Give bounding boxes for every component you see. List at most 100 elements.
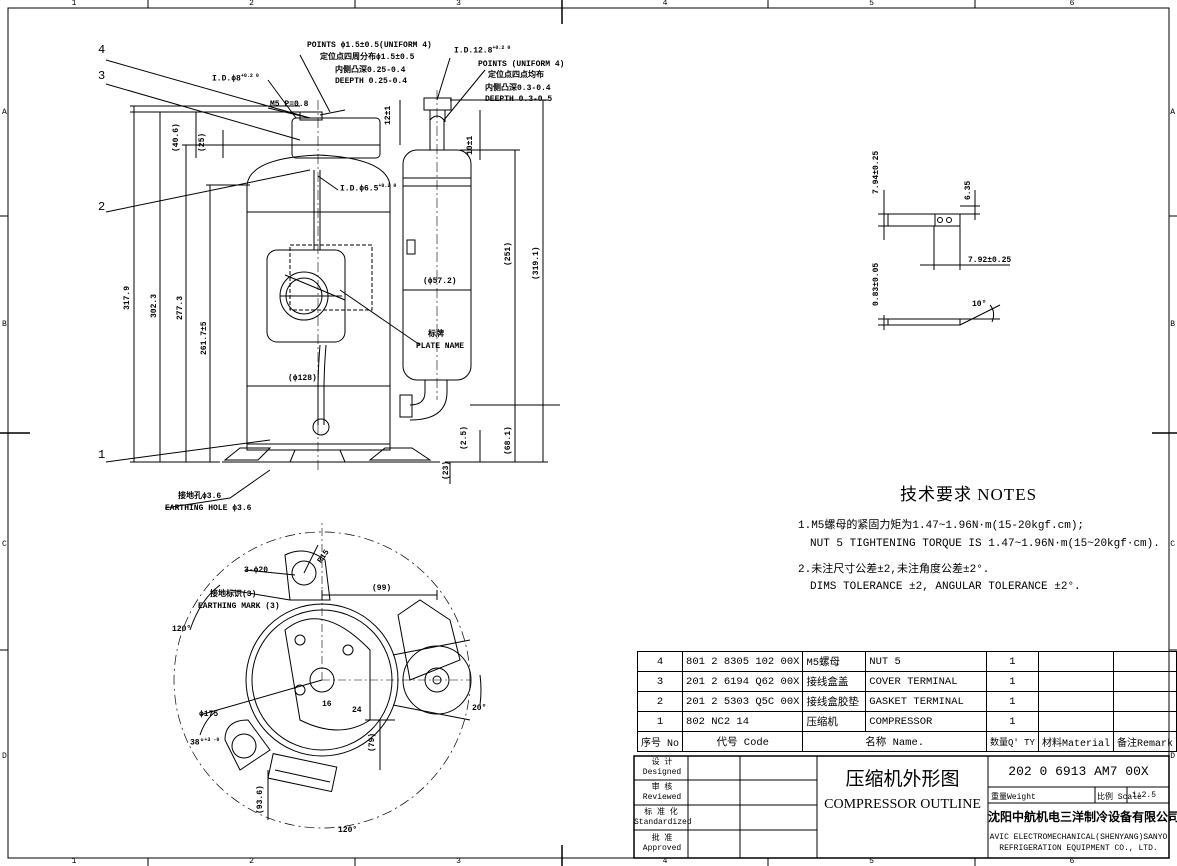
bom-no: 2 (636, 691, 684, 712)
row-marker: D (1170, 752, 1175, 761)
weight-label: 重量Weight (991, 793, 1036, 802)
dim-23: (23) (442, 460, 451, 480)
scale-label: 比例 Scale (1097, 793, 1142, 802)
detail-6-35: 6.35 (964, 180, 973, 200)
column-marker: 5 (869, 857, 874, 866)
row-marker: A (2, 108, 7, 117)
table-row: 2 201 2 5303 Q5C 00X 接线盒胶垫 GASKET TERMIN… (636, 691, 1177, 712)
table-row: 4 801 2 8305 102 00X M5螺母 NUT 5 1 (636, 651, 1177, 672)
dim-175: ϕ175 (199, 710, 219, 719)
row-marker: C (1170, 540, 1175, 549)
table-row: 1 802 NC2 14 压缩机 COMPRESSOR 1 (636, 711, 1177, 732)
plan-view (173, 520, 482, 829)
dim-261-7: 261.7±5 (200, 321, 209, 355)
bom-no: 3 (636, 671, 684, 692)
drawing-title-en: COMPRESSOR OUTLINE (824, 797, 981, 812)
row-marker: B (1170, 320, 1175, 329)
note-line: 1.M5螺母的紧固力矩为1.47~1.96N·m(15-20kgf.cm); (798, 520, 1085, 532)
earth-hole-cn: 接地孔ϕ3.6 (178, 492, 222, 501)
title-block (633, 755, 1170, 859)
column-marker: 3 (456, 0, 461, 8)
row-marker: C (2, 540, 7, 549)
dim-10: 10±1 (466, 135, 475, 155)
bom-no: 1 (636, 711, 684, 732)
bom-code: 201 2 5303 Q5C 00X (682, 691, 804, 712)
header-name: 名称 Name. (802, 731, 987, 752)
angle-20: 20° (472, 704, 487, 713)
points-right-2: 定位点四点均布 (488, 71, 544, 80)
points-right-1: POINTS (UNIFORM 4) (478, 60, 565, 69)
note-line: 2.未注尺寸公差±2,未注角度公差±2°. (798, 564, 990, 576)
balloon-1: 1 (98, 448, 106, 462)
notes-title: 技术要求 NOTES (900, 485, 1038, 504)
row-marker: A (1170, 108, 1175, 117)
balloon-3: 3 (98, 69, 106, 83)
bom-name-en: NUT 5 (865, 651, 987, 672)
angle-120-bottom: 120° (338, 826, 358, 835)
points-note-1: POINTS ϕ1.5±0.5(UNIFORM 4) (307, 41, 432, 50)
bom-code: 201 2 6194 Q62 00X (682, 671, 804, 692)
dim-24: 24 (352, 706, 362, 715)
bom-material (1037, 691, 1114, 712)
bom-qty: 1 (985, 651, 1039, 672)
bom-name-en: COMPRESSOR (865, 711, 987, 732)
id-mid: I.D.ϕ6.5+0.2 0 (340, 183, 397, 194)
bom-name-cn: 接线盒盖 (802, 671, 867, 692)
dim-99: (99) (372, 584, 392, 593)
dim-2-5: (2.5) (460, 425, 469, 450)
holes-3x20: 3-ϕ20 (244, 566, 269, 575)
bom-table: 4 801 2 8305 102 00X M5螺母 NUT 5 1 3 201 … (636, 651, 1177, 752)
column-marker: 6 (1069, 857, 1075, 866)
dim-12: 12±1 (384, 105, 393, 125)
column-marker: 1 (71, 0, 77, 8)
angle-120-left: 120° (172, 625, 192, 634)
bom-name-en: GASKET TERMINAL (865, 691, 987, 712)
note-line: DIMS TOLERANCE ±2, ANGULAR TOLERANCE ±2°… (810, 581, 1081, 593)
header-qty: 数量Q' TY (985, 731, 1039, 752)
detail-0-83: 0.83±0.05 (872, 262, 881, 306)
note-line: NUT 5 TIGHTENING TORQUE IS 1.47~1.96N·m(… (810, 538, 1160, 550)
drawing-number: 202 0 6913 AM7 00X (1008, 764, 1149, 779)
dim-251: (251) (504, 241, 513, 266)
detail-7-94: 7.94±0.25 (872, 150, 881, 194)
bom-remark (1112, 651, 1177, 672)
table-header: 序号 No 代号 Code 名称 Name. 数量Q' TY 材料Materia… (636, 731, 1177, 752)
earth-mark-cn: 接地标识(3) (210, 590, 257, 599)
dim-16: 16 (322, 700, 332, 709)
company-cn: 沈阳中航机电三洋制冷设备有限公司 (988, 811, 1177, 825)
plate-cn: 标牌 (428, 330, 444, 339)
header-no: 序号 No (636, 731, 684, 752)
bom-name-cn: 接线盒胶垫 (802, 691, 867, 712)
column-marker: 6 (1069, 0, 1075, 8)
header-code: 代号 Code (682, 731, 804, 752)
dim-68-1: (68.1) (504, 426, 513, 455)
earth-hole-en: EARTHING HOLE ϕ3.6 (165, 504, 252, 513)
detail-7-92: 7.92±0.25 (968, 256, 1012, 265)
dim-128: (ϕ128) (288, 374, 317, 383)
bom-code: 802 NC2 14 (682, 711, 804, 732)
bom-remark (1112, 671, 1177, 692)
column-marker: 2 (249, 857, 254, 866)
bom-qty: 1 (985, 711, 1039, 732)
dim-302-3: 302.3 (150, 293, 159, 318)
points-note-3: 内侧凸深0.25-0.4 (335, 66, 406, 75)
table-row: 3 201 2 6194 Q62 00X 接线盒盖 COVER TERMINAL… (636, 671, 1177, 692)
dim-25: (25) (198, 132, 207, 152)
bom-qty: 1 (985, 691, 1039, 712)
company-en-2: REFRIGERATION EQUIPMENT CO., LTD. (999, 844, 1158, 853)
bom-name-cn: 压缩机 (802, 711, 867, 732)
bom-no: 4 (636, 651, 684, 672)
column-marker: 2 (249, 0, 254, 8)
bom-material (1037, 711, 1114, 732)
column-marker: 1 (71, 857, 77, 866)
column-marker: 4 (662, 857, 668, 866)
dim-57-2: (ϕ57.2) (423, 277, 457, 286)
company-en-1: AVIC ELECTROMECHANICAL(SHENYANG)SANYO (989, 833, 1168, 842)
column-marker: 4 (662, 0, 668, 8)
